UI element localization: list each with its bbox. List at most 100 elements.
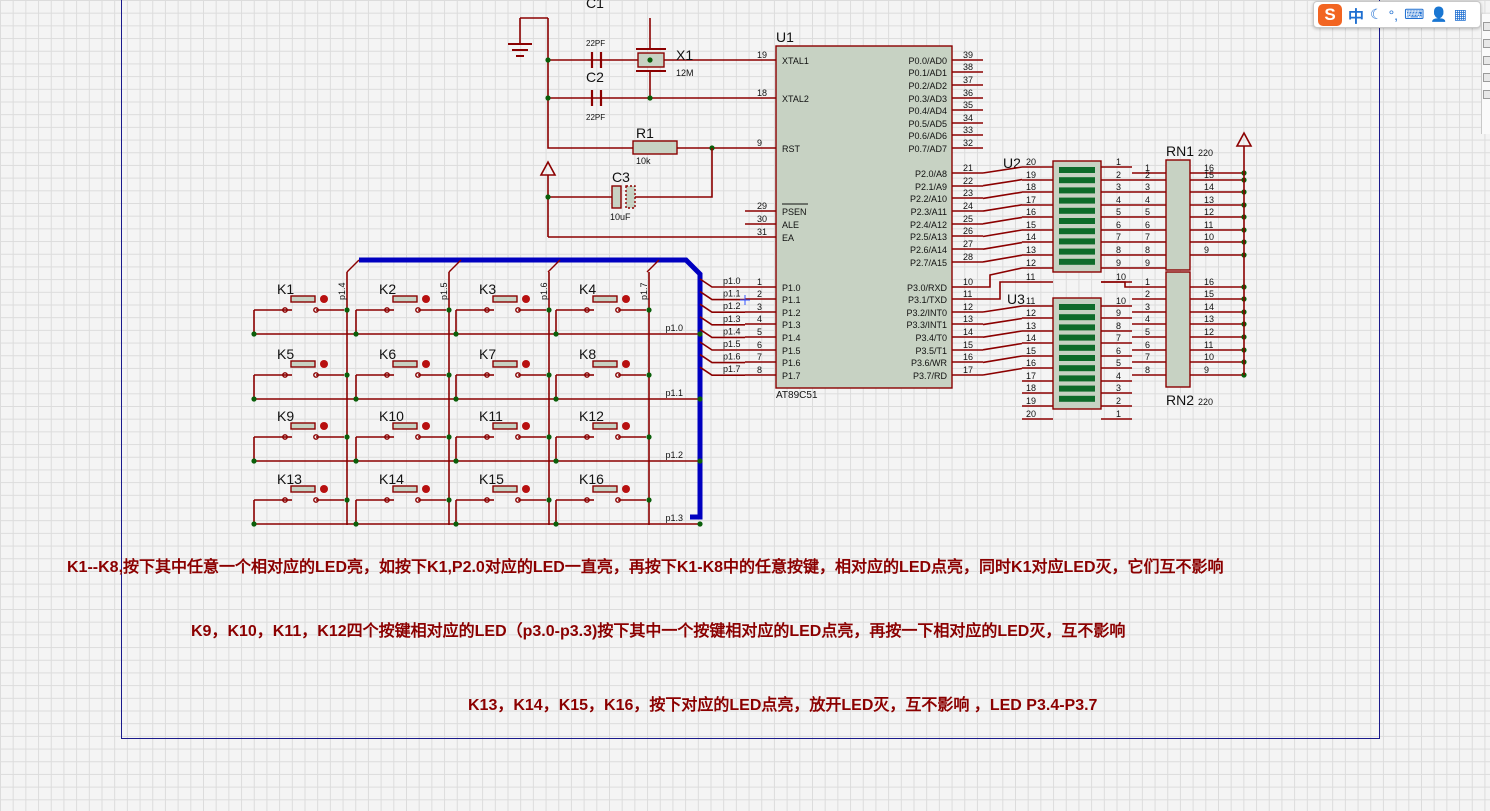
key-terminal (515, 307, 521, 313)
key-plunger (592, 422, 618, 430)
u3-pin-number: 16 (1026, 358, 1036, 368)
side-toolbar[interactable] (1481, 14, 1490, 134)
u2-pin-number: 14 (1026, 232, 1036, 242)
ime-toolbar[interactable]: S 中 ☾ °, ⌨ 👤 ▦ (1313, 1, 1481, 28)
key-plunger (492, 422, 518, 430)
u3-pin-number: 1 (1116, 409, 1121, 419)
mcu-pin-name: P0.3/AD3 (908, 94, 947, 104)
key-terminal (515, 434, 521, 440)
c2-value-label: 22PF (586, 113, 605, 122)
mcu-pin-number: 15 (963, 340, 973, 350)
u3-pin-number: 7 (1116, 333, 1121, 343)
rn2-pin-number: 3 (1145, 302, 1150, 312)
junction-dot (553, 458, 559, 464)
mcu-pin-number: 14 (963, 327, 973, 337)
p2-to-led-net (982, 241, 1023, 250)
mcu-pin-name: PSEN (782, 207, 807, 217)
key-label-k1: K1 (277, 281, 294, 297)
led-segment (1059, 334, 1095, 341)
key-terminal (515, 497, 521, 503)
mcu-pin-number: 39 (963, 50, 973, 60)
key-terminal (313, 307, 319, 313)
key-actuator-icon (320, 485, 328, 493)
grid-menu-icon[interactable]: ▦ (1453, 6, 1467, 22)
bus-entry (547, 259, 561, 273)
column-net-label: p1.4 (337, 282, 347, 300)
mcu-pin-name: P0.1/AD1 (908, 68, 947, 78)
led-segment (1059, 304, 1095, 310)
key-terminal (484, 497, 490, 503)
u2-pin-number: 3 (1116, 182, 1121, 192)
key-terminal (484, 434, 490, 440)
junction-dot (251, 521, 257, 527)
mcu-pin-name: P3.2/INT0 (906, 308, 947, 318)
junction-dot (546, 372, 552, 378)
key-terminal (615, 307, 621, 313)
key-label-k6: K6 (379, 346, 396, 362)
junction-dot (344, 434, 350, 440)
key-terminal (313, 497, 319, 503)
rn2-pin-number: 13 (1204, 314, 1214, 324)
rn1-pin-number: 12 (1204, 207, 1214, 217)
key-actuator-icon (320, 295, 328, 303)
junction-dot (446, 434, 452, 440)
row-net-label: p1.1 (665, 388, 683, 398)
mcu-pin-number: 3 (757, 302, 762, 312)
rn2-pin-number: 5 (1145, 327, 1150, 337)
u2-pin-number: 13 (1026, 245, 1036, 255)
resistor-pack-rn2 (1165, 271, 1191, 388)
mcu-pin-number: 17 (963, 365, 973, 375)
junction-dot (646, 497, 652, 503)
user-icon[interactable]: 👤 (1430, 6, 1448, 22)
moon-icon[interactable]: ☾ (1370, 6, 1383, 22)
junction-dot (453, 521, 459, 527)
punctuation-icon[interactable]: °, (1388, 6, 1399, 23)
u3-rn2-net (1101, 281, 1132, 288)
p1-bus-entry (699, 290, 745, 301)
junction-dot (251, 331, 257, 337)
key-plunger (290, 360, 316, 368)
key-label-k16: K16 (579, 471, 604, 487)
key-label-k3: K3 (479, 281, 496, 297)
bus-net-label: p1.0 (723, 276, 741, 286)
mcu-pin-number: 12 (963, 302, 973, 312)
p2-to-led-net (982, 229, 1023, 238)
u3-pin-number: 19 (1026, 396, 1036, 406)
mcu-pin-number: 36 (963, 88, 973, 98)
mcu-u1-body (775, 45, 953, 389)
rn1-pin-number: 9 (1204, 245, 1209, 255)
mcu-pin-name: P1.4 (782, 333, 801, 343)
rn1-pin-number: 8 (1145, 245, 1150, 255)
mcu-ref-label: U1 (776, 29, 794, 45)
led-segment (1059, 395, 1095, 402)
junction-dot (553, 396, 559, 402)
rn2-pin-number: 2 (1145, 289, 1150, 299)
p1-bus-entry (699, 353, 745, 364)
sogou-logo-icon[interactable]: S (1318, 3, 1342, 26)
junction-dot (353, 331, 359, 337)
key-terminal (615, 497, 621, 503)
key-actuator-icon (422, 422, 430, 430)
key-plunger (290, 295, 316, 303)
keyboard-icon[interactable]: ⌨ (1404, 6, 1425, 22)
mcu-pin-name: P0.2/AD2 (908, 81, 947, 91)
rn1-pin-number: 16 (1204, 163, 1214, 173)
p3-to-led-net (982, 355, 1023, 364)
u3-pin-number: 6 (1116, 346, 1121, 356)
key-terminal (415, 307, 421, 313)
led-segment (1059, 375, 1095, 382)
mcu-pin-number: 18 (757, 88, 767, 98)
c1-value-label: 22PF (586, 39, 605, 48)
rn2-pin-number: 4 (1145, 314, 1150, 324)
key-actuator-icon (522, 485, 530, 493)
junction-dot (353, 521, 359, 527)
mcu-pin-name: P0.0/AD0 (908, 56, 947, 66)
led-segment (1059, 207, 1095, 214)
led-segment (1059, 248, 1095, 255)
led-segment (1059, 365, 1095, 372)
mcu-pin-name: P3.0/RXD (907, 283, 948, 293)
u2-pin-number: 11 (1026, 272, 1035, 282)
p1-bus-entry (699, 278, 745, 288)
ime-mode-indicator[interactable]: 中 (1348, 8, 1365, 26)
